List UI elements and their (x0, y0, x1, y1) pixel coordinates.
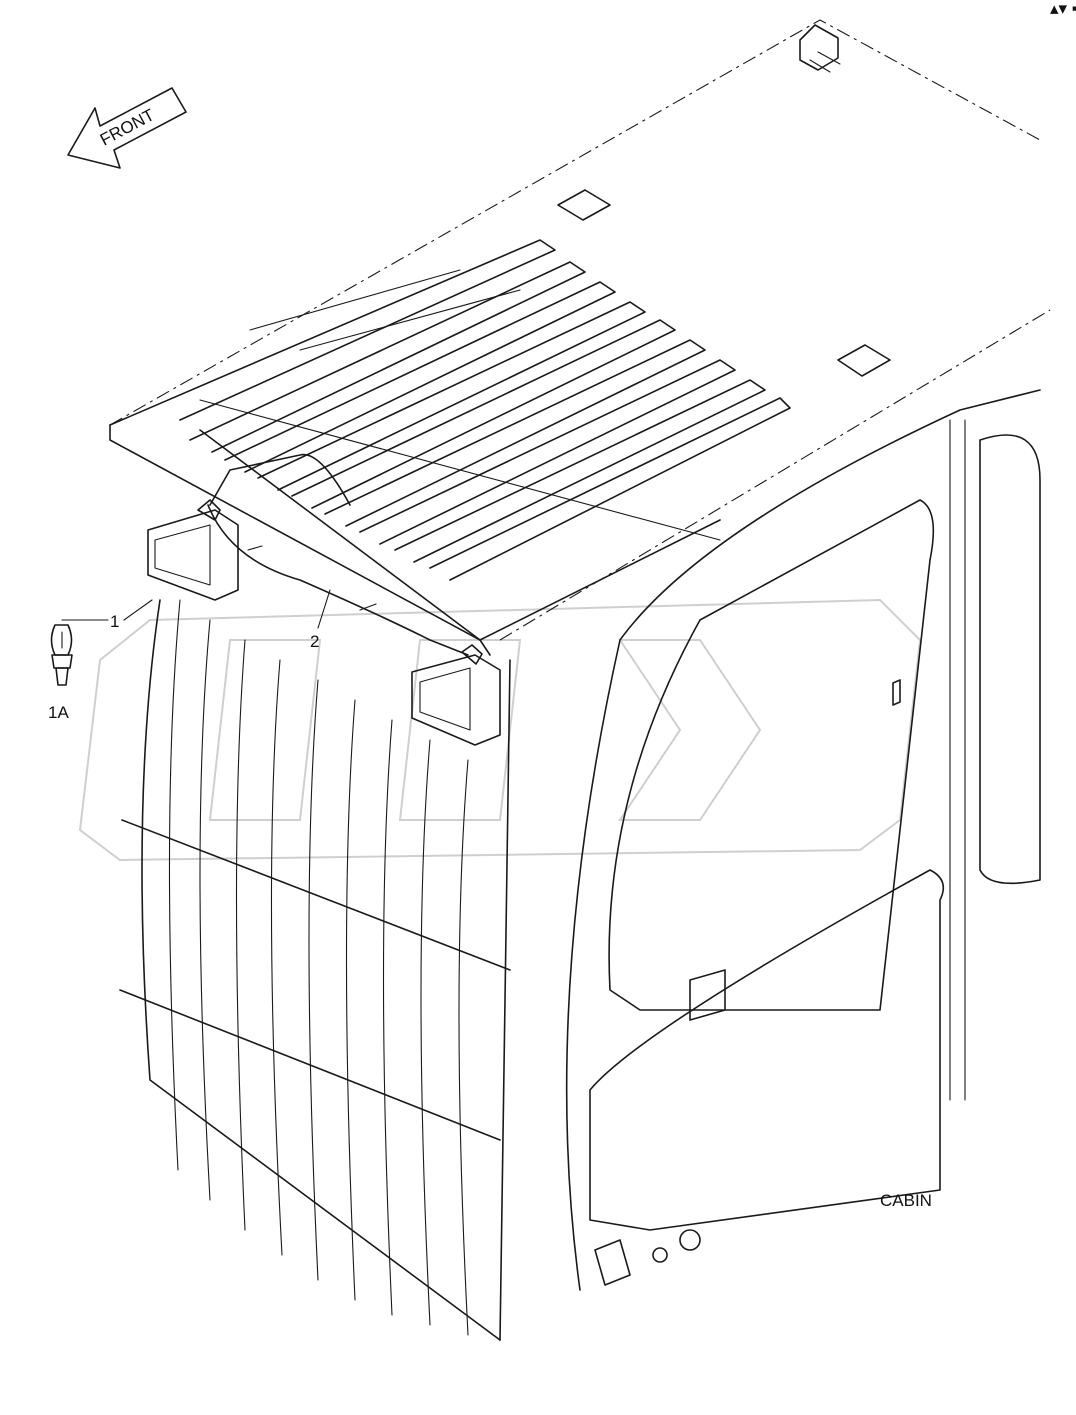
corner-mark: ▴▾ ▪▪▪ (1050, 0, 1076, 18)
watermark-logo (78, 598, 922, 862)
front-guard (119, 599, 511, 1341)
callout-1: 1 (110, 612, 119, 631)
cabin-door (565, 389, 1041, 1291)
callout-2: 2 (310, 632, 319, 651)
work-lamp-icon (147, 499, 239, 601)
cabin-roof (109, 19, 1051, 656)
work-lamp-icon (411, 644, 501, 746)
halogen-bulb-icon (50, 624, 73, 686)
assembly-label: CABIN (880, 1191, 932, 1210)
callout-1a: 1A (48, 703, 69, 722)
callout-leaders (61, 589, 331, 629)
roof-guard (109, 239, 791, 641)
front-arrow-icon (67, 87, 187, 169)
wiring-harness (207, 453, 469, 656)
